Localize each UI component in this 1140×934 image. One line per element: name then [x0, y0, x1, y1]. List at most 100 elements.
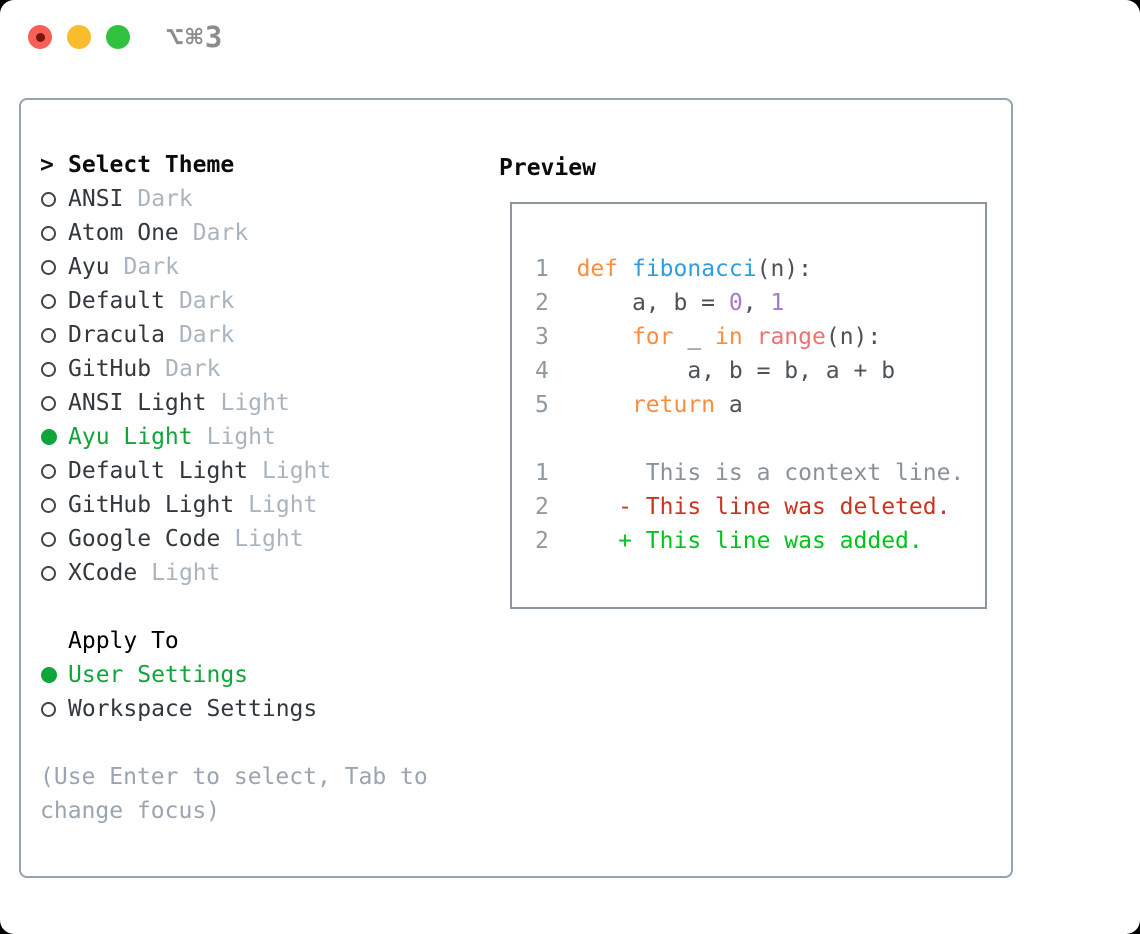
theme-option[interactable]: Google Code Light — [40, 522, 331, 556]
radio-marker — [40, 361, 68, 377]
theme-variant-badge: Dark — [192, 220, 249, 246]
theme-name: Ayu — [68, 254, 110, 280]
theme-option[interactable]: Dracula Dark — [40, 318, 331, 352]
theme-list-header-row: > Select Theme — [40, 148, 331, 182]
radio-selected-icon — [41, 429, 57, 445]
radio-marker — [40, 531, 68, 547]
theme-option[interactable]: Ayu Light Light — [40, 420, 331, 454]
theme-option[interactable]: Default Light Light — [40, 454, 331, 488]
code-segment-fg — [563, 324, 632, 350]
radio-unselected-icon — [41, 259, 56, 275]
theme-name: Ayu Light — [68, 424, 193, 450]
code-line: 4 a, b = b, a + b — [535, 354, 985, 388]
radio-marker — [40, 225, 68, 241]
apply-to-option[interactable]: Workspace Settings — [40, 692, 317, 726]
line-number: 1 — [535, 256, 563, 282]
code-segment-kw: for — [631, 324, 674, 350]
code-segment-fg: a, b = b, a + b — [562, 358, 896, 384]
radio-unselected-icon — [41, 497, 56, 513]
code-segment-fg: _ — [673, 324, 716, 350]
line-number: 4 — [535, 358, 563, 384]
code-line — [535, 422, 985, 456]
preview-header: Preview — [499, 155, 596, 181]
code-line: 2 a, b = 0, 1 — [535, 286, 985, 320]
theme-variant-badge: Light — [151, 560, 221, 586]
code-segment-num: 0 — [728, 290, 743, 316]
theme-option[interactable]: Default Dark — [40, 284, 331, 318]
theme-variant-badge: Dark — [178, 288, 235, 314]
code-segment-fg — [618, 256, 632, 282]
theme-option[interactable]: GitHub Light Light — [40, 488, 331, 522]
theme-variant-badge: Dark — [165, 356, 221, 382]
code-segment-kw: return — [631, 392, 716, 418]
code-line: 1 This is a context line. — [535, 456, 985, 490]
radio-marker — [40, 497, 68, 513]
theme-option[interactable]: ANSI Dark — [40, 182, 331, 216]
theme-name: Default Light — [68, 458, 249, 484]
line-number — [535, 426, 549, 452]
code-segment-kw: def — [576, 256, 619, 282]
theme-name: Atom One — [68, 220, 179, 246]
theme-name: GitHub — [68, 356, 152, 382]
theme-variant-badge: Dark — [123, 254, 179, 280]
radio-unselected-icon — [41, 565, 56, 581]
radio-unselected-icon — [41, 463, 56, 479]
code-segment-fg — [563, 256, 577, 282]
code-segment-kw: in — [715, 324, 743, 350]
code-line: 2 + This line was added. — [535, 524, 985, 558]
radio-unselected-icon — [41, 361, 56, 377]
theme-name: Google Code — [68, 526, 221, 552]
code-line: 1 def fibonacci(n): — [535, 252, 985, 286]
theme-name: Dracula — [68, 322, 165, 348]
theme-variant-badge: Dark — [178, 322, 235, 348]
theme-name: GitHub Light — [68, 492, 235, 518]
radio-marker — [40, 293, 68, 309]
code-segment-ctx: This is a context line. — [562, 460, 965, 486]
theme-name: ANSI Light — [68, 390, 207, 416]
close-button[interactable] — [28, 25, 52, 49]
theme-variant-badge: Light — [248, 492, 318, 518]
code-segment-fg: , — [742, 290, 771, 316]
theme-option[interactable]: Ayu Dark — [40, 250, 331, 284]
apply-to-option-label: Workspace Settings — [68, 696, 318, 722]
line-number: 3 — [535, 324, 563, 350]
theme-variant-badge: Light — [234, 526, 304, 552]
apply-to-option[interactable]: User Settings — [40, 658, 317, 692]
apply-to-header-row: Apply To — [40, 624, 317, 658]
theme-variant-badge: Dark — [137, 186, 193, 212]
code-line: 3 for _ in range(n): — [535, 320, 985, 354]
code-segment-call: range — [756, 324, 826, 350]
code-segment-fg: a, b = — [562, 290, 729, 316]
line-number: 5 — [535, 392, 563, 418]
theme-option[interactable]: Atom One Dark — [40, 216, 331, 250]
minimize-button[interactable] — [67, 25, 91, 49]
radio-unselected-icon — [41, 293, 56, 309]
apply-to-option-label: User Settings — [68, 662, 249, 688]
code-segment-fg — [563, 392, 632, 418]
code-segment-fg — [743, 324, 757, 350]
radio-marker — [40, 259, 68, 275]
theme-variant-badge: Light — [206, 424, 276, 450]
line-number: 1 — [535, 460, 563, 486]
theme-variant-badge: Light — [262, 458, 332, 484]
line-number: 2 — [535, 494, 563, 520]
radio-marker — [40, 191, 68, 207]
radio-marker — [40, 701, 68, 717]
cursor-icon: > — [40, 152, 54, 178]
radio-unselected-icon — [41, 327, 56, 343]
code-line: 5 return a — [535, 388, 985, 422]
code-segment-fg: a — [715, 392, 743, 418]
theme-name: Default — [68, 288, 165, 314]
theme-option[interactable]: GitHub Dark — [40, 352, 331, 386]
hint-text: (Use Enter to select, Tab to change focu… — [40, 764, 428, 824]
code-segment-num: 1 — [770, 290, 785, 316]
close-button-dot-icon — [35, 32, 45, 42]
zoom-button[interactable] — [106, 25, 130, 49]
radio-marker — [40, 327, 68, 343]
theme-name: ANSI — [68, 186, 124, 212]
